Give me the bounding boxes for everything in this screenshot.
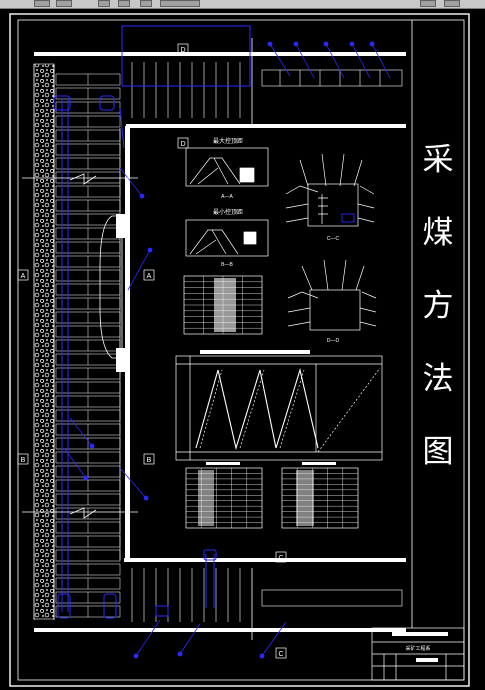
lower-road-belt <box>261 589 403 607</box>
cycle-chart-header <box>200 350 310 354</box>
section-marker-box <box>17 453 29 465</box>
title-block-bar <box>392 632 448 636</box>
detail-min-control <box>185 219 269 257</box>
title-block-header: 采矿工程系 <box>405 645 430 652</box>
technical-economic-table <box>281 467 359 529</box>
table-fill-block <box>214 278 236 332</box>
leader-dot <box>89 443 95 449</box>
min-control-title: 最小控顶距 <box>213 208 243 216</box>
inner-frame <box>17 19 465 681</box>
shearer-drum-lower <box>116 348 126 372</box>
leader-line <box>179 623 201 655</box>
leader-line <box>119 467 147 499</box>
drawing-title-char: 煤 <box>422 215 454 251</box>
leader-dot <box>369 41 375 47</box>
leader-line <box>135 619 161 657</box>
section-marker-label: C <box>278 555 283 562</box>
lower-gate-road <box>34 558 406 632</box>
labor-organization-table <box>185 467 263 529</box>
section-marker-label: C <box>278 651 283 658</box>
section-aa-label: A—A <box>221 194 233 200</box>
road-section-dd <box>287 259 377 331</box>
section-marker-label: A <box>21 273 26 280</box>
leader-line <box>63 447 87 479</box>
toolbar-button[interactable] <box>160 0 200 7</box>
shearer-machine <box>99 215 123 359</box>
leader-dot <box>83 475 89 481</box>
upper-road-belt <box>261 69 403 87</box>
section-marker-label: B <box>147 457 152 464</box>
leader-dot <box>147 247 153 253</box>
leader-dot <box>139 193 145 199</box>
table-fill-block <box>296 470 314 526</box>
cad-drawing-canvas[interactable]: A A B B C C D D 最大控顶距 A—A 最小控顶距 B—B C—C D—D <box>0 8 485 690</box>
table-fill-block <box>198 470 214 526</box>
leader-dot <box>143 495 149 501</box>
leader-line <box>119 167 143 197</box>
leader-line <box>325 43 345 79</box>
leader-line <box>371 43 391 79</box>
roadway-support-array <box>131 62 403 622</box>
table-title-bar <box>302 462 336 465</box>
drawing-title-char: 采 <box>422 142 454 178</box>
toolbar-button[interactable] <box>420 0 436 7</box>
road-section-cc <box>285 153 375 227</box>
section-marker-box <box>143 453 155 465</box>
goaf-rubble-zone <box>33 63 55 620</box>
section-marker-box <box>177 43 189 55</box>
section-marker-label: D <box>180 141 185 148</box>
leader-dot <box>133 653 139 659</box>
leader-line <box>69 417 93 447</box>
drawing-title-char: 方 <box>422 288 454 324</box>
application-toolbar <box>0 0 485 9</box>
leader-dot <box>293 41 299 47</box>
section-cut-lines <box>22 38 253 640</box>
max-control-title: 最大控顶距 <box>213 137 243 145</box>
road-section-cc-fill <box>341 213 355 223</box>
hydraulic-support-array <box>55 73 121 618</box>
toolbar-button[interactable] <box>140 0 152 7</box>
section-marker-label: D <box>180 47 185 54</box>
parameter-tables <box>183 275 359 529</box>
leader-line <box>351 43 371 79</box>
table-title-bar <box>206 462 240 465</box>
title-block-bar <box>416 658 438 662</box>
drawing-title-char: 图 <box>422 434 454 470</box>
upper-gate-road <box>34 52 406 128</box>
section-cc-label: C—C <box>327 236 340 242</box>
outer-frame <box>9 13 470 687</box>
section-marker-box <box>275 647 287 659</box>
section-marker-box <box>143 269 155 281</box>
annotation-leaders <box>63 41 391 659</box>
leader-line <box>269 43 291 77</box>
leader-dot <box>177 651 183 657</box>
section-markers: A A B B C C D D <box>17 43 287 659</box>
toolbar-button[interactable] <box>56 0 72 7</box>
section-dd-label: D—D <box>327 338 340 344</box>
toolbar-button[interactable] <box>444 0 460 7</box>
leader-dot <box>349 41 355 47</box>
title-block <box>371 627 465 681</box>
leader-dot <box>267 41 273 47</box>
shearer-drum-upper <box>116 214 126 238</box>
section-marker-box <box>17 269 29 281</box>
toolbar-button[interactable] <box>98 0 110 7</box>
leader-dot <box>323 41 329 47</box>
production-cycle-chart <box>175 355 383 461</box>
leader-dot <box>259 653 265 659</box>
coal-wall-face <box>125 126 130 560</box>
section-marker-box <box>177 137 189 149</box>
leader-line <box>295 43 315 79</box>
detail-max-control <box>185 147 269 187</box>
drawing-title-char: 法 <box>422 361 454 397</box>
conveyor-cable-loop <box>53 25 251 619</box>
section-marker-label: B <box>21 457 26 464</box>
section-marker-box <box>275 551 287 563</box>
toolbar-button[interactable] <box>34 0 50 7</box>
section-marker-label: A <box>147 273 152 280</box>
leader-line <box>127 249 151 291</box>
leader-line <box>261 621 287 657</box>
section-bb-label: B—B <box>221 262 233 268</box>
toolbar-button[interactable] <box>118 0 130 7</box>
